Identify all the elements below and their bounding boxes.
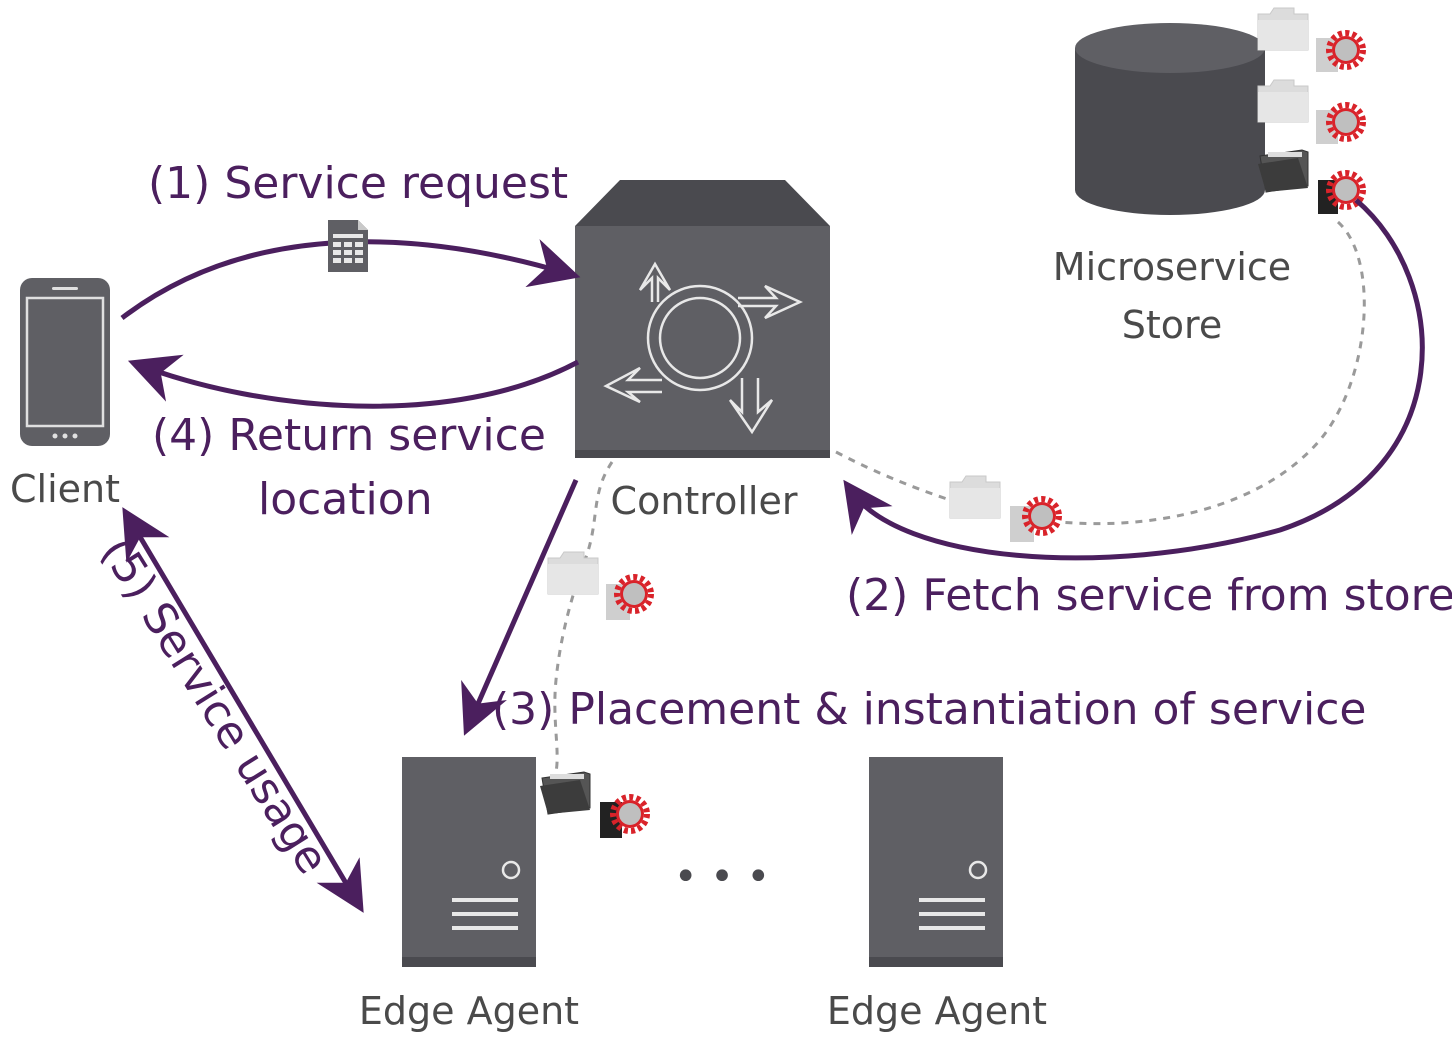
ellipsis: • • • xyxy=(674,854,770,900)
router-controller-icon xyxy=(575,180,830,458)
folder-gear-icon xyxy=(1257,149,1363,214)
step3-label: (3) Placement & instantiation of service xyxy=(492,684,1367,735)
edge-agent-node-1: Edge Agent xyxy=(359,757,647,1033)
placement-arrow xyxy=(461,478,579,736)
edge-agent-2-label: Edge Agent xyxy=(827,989,1047,1033)
controller-to-edge-dashed xyxy=(553,461,614,773)
edge-agent-node-2: Edge Agent xyxy=(827,757,1047,1033)
step2-label: (2) Fetch service from store xyxy=(846,570,1452,621)
return-location-arrow xyxy=(127,354,580,409)
client-node: Client xyxy=(10,278,120,511)
controller-node: Controller xyxy=(575,180,830,523)
store-node: Microservice Store xyxy=(1053,7,1363,347)
folder-gear-icon xyxy=(547,551,651,620)
step5-label: (5) Service usage xyxy=(91,529,339,883)
controller-label: Controller xyxy=(611,479,798,523)
service-usage-arrow xyxy=(122,507,364,913)
server-tower-icon xyxy=(402,757,536,967)
server-tower-icon xyxy=(869,757,1003,967)
form-document-icon xyxy=(328,220,368,272)
step1-label: (1) Service request xyxy=(148,158,568,209)
folder-gear-icon xyxy=(539,771,647,838)
client-label: Client xyxy=(10,467,120,511)
folder-gear-icon xyxy=(949,475,1059,542)
store-label-line2: Store xyxy=(1122,303,1222,347)
database-cylinder-icon xyxy=(1075,23,1265,215)
step4-label-line1: (4) Return service xyxy=(152,410,546,461)
controller-to-folder-dashed xyxy=(835,450,951,502)
folder-gear-icon xyxy=(1257,7,1363,72)
step4-label-line2: location xyxy=(258,474,433,525)
transfer-paths xyxy=(553,220,1366,773)
smartphone-icon xyxy=(20,278,110,446)
edge-agent-1-label: Edge Agent xyxy=(359,989,579,1033)
store-label-line1: Microservice xyxy=(1053,245,1291,289)
folder-gear-icon xyxy=(1257,79,1363,144)
fetch-service-arrow xyxy=(843,198,1425,561)
